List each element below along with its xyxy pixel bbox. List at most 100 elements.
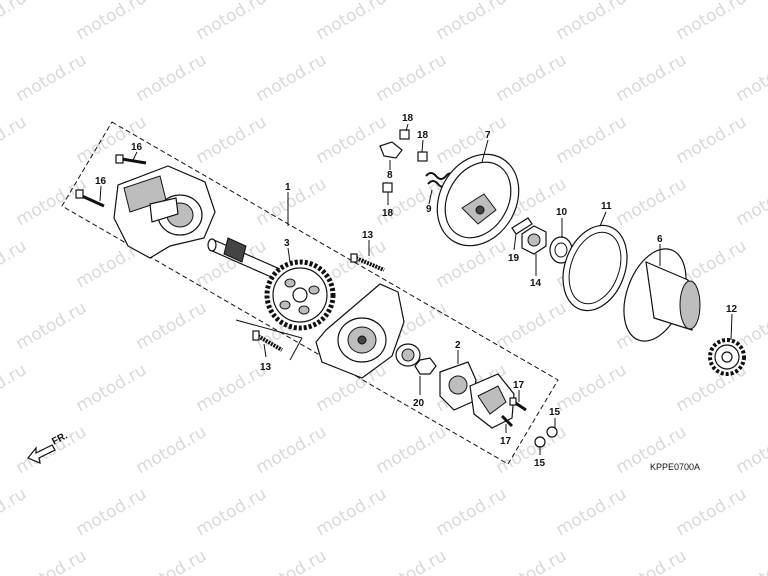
watermark-text: motod.ru bbox=[733, 174, 768, 230]
watermark-text: motod.ru bbox=[13, 546, 91, 576]
watermark-text: motod.ru bbox=[193, 484, 271, 540]
watermark-text: motod.ru bbox=[73, 484, 151, 540]
bolt-17-lower bbox=[500, 414, 514, 428]
watermark-text: motod.ru bbox=[553, 360, 631, 416]
callout-15-lower: 15 bbox=[534, 458, 546, 469]
o-ring-15-lower bbox=[534, 436, 546, 448]
callout-18-c: 18 bbox=[382, 208, 394, 219]
watermark-text: motod.ru bbox=[313, 112, 391, 168]
watermark-text: motod.ru bbox=[133, 546, 211, 576]
watermark-text: motod.ru bbox=[133, 50, 211, 106]
watermark-text: motod.ru bbox=[553, 0, 631, 44]
callouts: 1 2 3 6 7 8 9 10 11 12 13 13 14 15 15 16… bbox=[95, 113, 738, 469]
watermark-text: motod.ru bbox=[433, 0, 511, 44]
callout-2: 2 bbox=[455, 340, 461, 351]
callout-13-lower: 13 bbox=[260, 362, 272, 373]
watermark-text: motod.ru bbox=[0, 236, 30, 292]
callout-15-upper: 15 bbox=[549, 407, 561, 418]
watermark-text: motod.ru bbox=[0, 112, 30, 168]
watermark-text: motod.ru bbox=[13, 298, 91, 354]
callout-13-upper: 13 bbox=[362, 230, 374, 241]
callout-16-top: 16 bbox=[131, 142, 143, 153]
watermark-text: motod.ru bbox=[253, 546, 331, 576]
callout-8: 8 bbox=[387, 170, 393, 181]
watermark-text: motod.ru bbox=[133, 298, 211, 354]
o-ring-15-upper bbox=[546, 426, 558, 438]
clutch-cover bbox=[623, 248, 701, 342]
watermark-text: motod.ru bbox=[13, 174, 91, 230]
pump-plate bbox=[469, 373, 515, 429]
pump-body bbox=[315, 283, 405, 379]
watermark-text: motod.ru bbox=[73, 112, 151, 168]
pump-rotors bbox=[395, 343, 437, 375]
watermark-text: motod.ru bbox=[0, 0, 30, 44]
watermark-text: motod.ru bbox=[673, 0, 751, 44]
bolt-16-top bbox=[115, 154, 147, 165]
watermark-text: motod.ru bbox=[553, 484, 631, 540]
callout-16-left: 16 bbox=[95, 176, 107, 187]
callout-17-upper: 17 bbox=[513, 380, 525, 391]
callout-18-a: 18 bbox=[402, 113, 414, 124]
watermark-text: motod.ru bbox=[553, 112, 631, 168]
callout-7: 7 bbox=[485, 130, 491, 141]
watermark-text: motod.ru bbox=[193, 112, 271, 168]
watermark-text: motod.ru bbox=[193, 360, 271, 416]
bolt-18-a bbox=[399, 129, 410, 140]
callout-12: 12 bbox=[726, 304, 738, 315]
bolt-8 bbox=[379, 141, 403, 159]
watermark-text: motod.ru bbox=[253, 174, 331, 230]
watermark-text: motod.ru bbox=[493, 50, 571, 106]
watermark-text: motod.ru bbox=[193, 0, 271, 44]
watermark-text: motod.ru bbox=[313, 0, 391, 44]
callout-6: 6 bbox=[657, 234, 663, 245]
watermark-text: motod.ru bbox=[73, 0, 151, 44]
callout-10: 10 bbox=[556, 207, 568, 218]
callout-9: 9 bbox=[426, 204, 432, 215]
watermark-text: motod.ru bbox=[0, 360, 30, 416]
watermark-text: motod.ru bbox=[313, 484, 391, 540]
circlip-19 bbox=[511, 217, 533, 235]
watermark-text: motod.ru bbox=[733, 546, 768, 576]
watermark-text: motod.ru bbox=[433, 484, 511, 540]
watermark-text: motod.ru bbox=[253, 422, 331, 478]
watermark-text: motod.ru bbox=[373, 422, 451, 478]
watermark-text: motod.ru bbox=[733, 422, 768, 478]
watermark-text: motod.ru bbox=[73, 360, 151, 416]
watermark-text: motod.ru bbox=[613, 174, 691, 230]
assembly-outline bbox=[61, 121, 559, 465]
watermark-text: motod.ru bbox=[733, 50, 768, 106]
leader-lines bbox=[99, 123, 733, 455]
watermark-text: motod.ru bbox=[493, 546, 571, 576]
bolt-13-lower bbox=[252, 330, 284, 352]
pump-cover bbox=[113, 165, 216, 259]
callout-11: 11 bbox=[601, 201, 612, 212]
callout-19: 19 bbox=[508, 253, 520, 264]
bolt-17-upper bbox=[509, 397, 527, 412]
gasket-11 bbox=[562, 224, 628, 312]
watermark-text: motod.ru bbox=[373, 50, 451, 106]
watermark-text: motod.ru bbox=[493, 298, 571, 354]
front-arrow-icon bbox=[27, 444, 56, 464]
driven-sprocket bbox=[264, 259, 336, 331]
watermark-text: motod.ru bbox=[13, 50, 91, 106]
callout-14: 14 bbox=[530, 278, 542, 289]
watermark-text: motod.ru bbox=[673, 112, 751, 168]
diagram-code: KPPE0700A bbox=[650, 462, 700, 472]
callout-20: 20 bbox=[413, 398, 425, 409]
callout-1: 1 bbox=[285, 182, 291, 193]
bolt-16-left bbox=[75, 189, 105, 208]
watermark-text: motod.ru bbox=[673, 484, 751, 540]
watermark-text: motod.ru bbox=[133, 422, 211, 478]
clutch-outer bbox=[436, 153, 520, 247]
bolt-18-c bbox=[382, 182, 393, 193]
watermark-text: motod.ru bbox=[493, 422, 571, 478]
watermark-text: motod.ru bbox=[253, 50, 331, 106]
bolt-13-upper bbox=[350, 253, 385, 272]
watermark-text: motod.ru bbox=[373, 546, 451, 576]
gear-12 bbox=[708, 338, 746, 376]
watermark-text: motod.ru bbox=[0, 484, 30, 540]
callout-18-b: 18 bbox=[417, 130, 429, 141]
callout-3: 3 bbox=[284, 238, 290, 249]
watermark-text: motod.ru bbox=[613, 546, 691, 576]
